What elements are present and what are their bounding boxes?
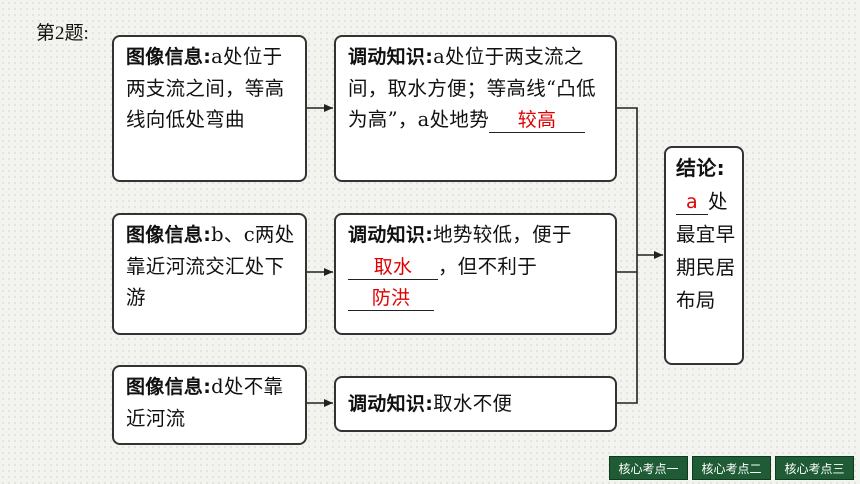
knowledge-text: a处位于两支流之间，取水方便；等高线“凸低为高”，a处地势 — [348, 45, 596, 131]
image-info-label: 图像信息 — [126, 376, 204, 398]
label-colon: : — [716, 156, 725, 180]
knowledge-text-middle: ，但不利于 — [438, 255, 538, 278]
label-colon: : — [425, 393, 434, 415]
image-info-text: d处不靠近河流 — [126, 375, 284, 430]
knowledge-box-d: 调动知识:取水不便 — [334, 376, 617, 432]
answer-blank-location: a — [676, 190, 708, 215]
question-number: 第2题: — [36, 23, 89, 44]
merge-line — [617, 107, 638, 404]
knowledge-box-a: 调动知识:a处位于两支流之间，取水方便；等高线“凸低为高”，a处地势较高 — [334, 35, 617, 182]
nav-button-topic-2[interactable]: 核心考点二 — [692, 456, 771, 480]
conclusion-label: 结论 — [676, 156, 717, 180]
label-colon: : — [203, 376, 212, 398]
label-colon: : — [425, 224, 434, 246]
image-info-text: b、c两处靠近河流交汇处下游 — [126, 223, 295, 309]
image-info-text: a处位于两支流之间，等高线向低处弯曲 — [126, 45, 285, 131]
knowledge-text: 取水不便 — [433, 392, 513, 415]
conclusion-text: 处最宜早期民居布局 — [676, 190, 736, 312]
knowledge-box-bc: 调动知识:地势较低，便于取水，但不利于防洪 — [334, 213, 617, 335]
image-info-box-d: 图像信息:d处不靠近河流 — [112, 365, 307, 445]
knowledge-label: 调动知识 — [348, 46, 426, 68]
answer-blank-elevation: 较高 — [489, 108, 585, 133]
label-colon: : — [425, 46, 434, 68]
knowledge-label: 调动知识 — [348, 393, 426, 415]
answer-blank-flood: 防洪 — [348, 286, 434, 311]
nav-button-topic-1[interactable]: 核心考点一 — [609, 456, 688, 480]
answer-blank-water: 取水 — [348, 255, 438, 280]
image-info-label: 图像信息 — [126, 224, 204, 246]
label-colon: : — [203, 46, 212, 68]
label-colon: : — [203, 224, 212, 246]
image-info-box-a: 图像信息:a处位于两支流之间，等高线向低处弯曲 — [112, 35, 307, 182]
image-info-label: 图像信息 — [126, 46, 204, 68]
knowledge-label: 调动知识 — [348, 224, 426, 246]
knowledge-text: 地势较低，便于 — [433, 223, 572, 246]
image-info-box-bc: 图像信息:b、c两处靠近河流交汇处下游 — [112, 213, 307, 335]
nav-button-topic-3[interactable]: 核心考点三 — [775, 456, 854, 480]
